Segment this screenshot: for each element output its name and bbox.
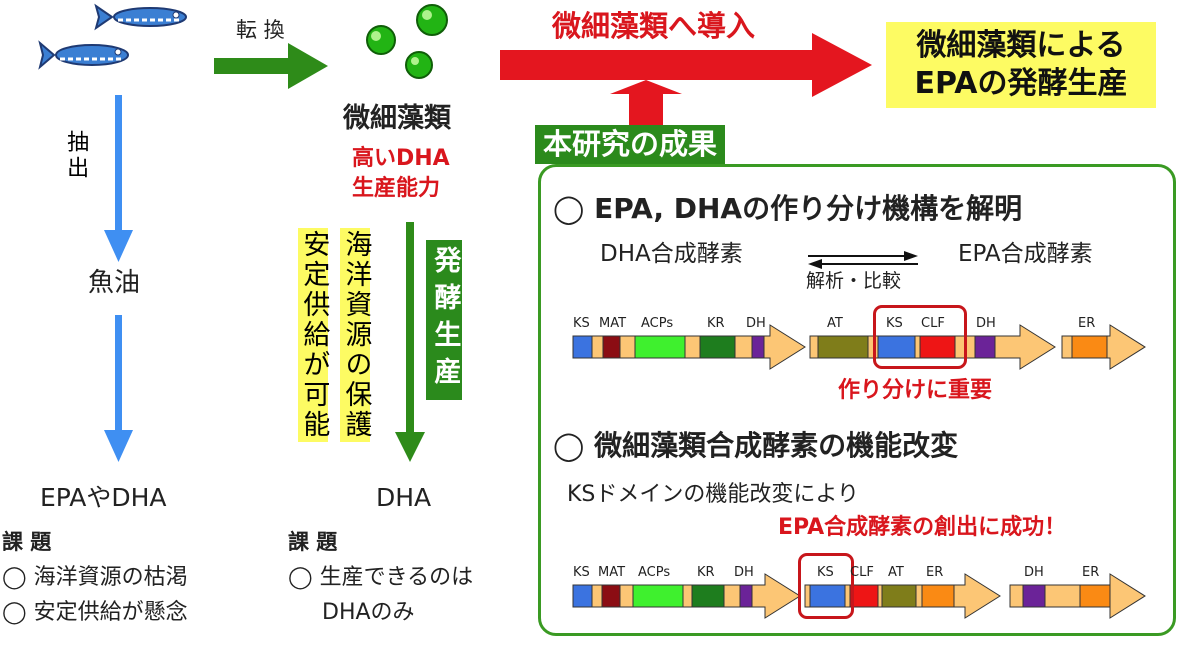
extract-arrow xyxy=(104,95,133,262)
result-box xyxy=(538,164,1176,636)
result-point-1: ◯ EPA, DHAの作り分け機構を解明 xyxy=(553,192,1023,225)
goal-line1: 微細藻類による xyxy=(916,28,1126,63)
analysis-label: 解析・比較 xyxy=(806,270,902,292)
gene1-label-er: ER xyxy=(1078,316,1096,331)
gene2-label-er: ER xyxy=(926,565,944,580)
fish-icon-2 xyxy=(38,40,129,70)
gene1-er xyxy=(1071,335,1108,359)
microalgae-icon xyxy=(366,4,448,79)
ks-modify-label: KSドメインの機能改変により xyxy=(567,482,859,507)
gene1-ks xyxy=(572,335,593,359)
high-dha-line2: 生産能力 xyxy=(352,176,441,201)
introduce-label: 微細藻類へ導入 xyxy=(552,9,756,43)
gene1-label-mat: MAT xyxy=(599,316,627,331)
gene2-label-at: AT xyxy=(888,565,904,580)
result-header: 本研究の成果 xyxy=(535,125,726,165)
left-issues-title: 課 題 xyxy=(2,530,52,554)
gene1-label-clf: CLF xyxy=(921,316,945,331)
gene1-kr xyxy=(699,335,736,359)
goal-line2: EPAの発酵生産 xyxy=(914,65,1128,101)
gene1-label-kr: KR xyxy=(707,316,725,331)
gene2-label-kr: KR xyxy=(697,565,715,580)
gene1-dh xyxy=(751,335,765,359)
gene2-label-dh2: DH xyxy=(1024,565,1044,580)
gene1-clf xyxy=(919,335,956,359)
stable-supply-label: 安定供給が可能 xyxy=(298,228,330,442)
fish-oil-label: 魚油 xyxy=(88,268,141,298)
extract-label: 抽出 xyxy=(63,130,89,182)
analysis-double-arrow xyxy=(808,251,918,269)
goal-box: 微細藻類による EPAの発酵生産 xyxy=(886,22,1156,108)
gene1-label-ks: KS xyxy=(573,316,590,331)
gene2-kr xyxy=(691,584,725,608)
conservation-label: 海洋資源の保護 xyxy=(340,228,372,442)
gene2-arrow-c xyxy=(1009,573,1146,619)
gene2-label-ks2: KS xyxy=(817,565,834,580)
left-issue-1: ◯ 海洋資源の枯渇 xyxy=(2,565,188,590)
gene2-label-er2: ER xyxy=(1082,565,1100,580)
gene1-label-ks2: KS xyxy=(886,316,903,331)
gene2-label-clf: CLF xyxy=(850,565,874,580)
gene1-arrow-c xyxy=(1061,324,1146,370)
epa-dha-label: EPAやDHA xyxy=(40,483,167,512)
result-point-2: ◯ 微細藻類合成酵素の機能改変 xyxy=(553,429,959,462)
convert-arrow xyxy=(214,43,328,89)
gene2-label-mat: MAT xyxy=(598,565,626,580)
gene1-label-acps: ACPs xyxy=(641,316,674,331)
gene2-arrow-a xyxy=(572,573,801,619)
middle-issue-2: DHAのみ xyxy=(322,600,415,625)
result-up-arrow xyxy=(610,80,682,126)
middle-issue-1: ◯ 生産できるのは xyxy=(288,565,474,590)
convert-label: 転 換 xyxy=(236,18,285,42)
gene1-dh2 xyxy=(974,335,996,359)
fish-icon-1 xyxy=(94,3,187,31)
fish-oil-arrow xyxy=(104,315,133,462)
gene2-mat xyxy=(601,584,621,608)
gene1-at xyxy=(817,335,869,359)
gene1-acps xyxy=(634,335,686,359)
introduce-arrow xyxy=(500,33,872,97)
gene1-mat xyxy=(602,335,621,359)
gene1-arrow-a xyxy=(572,324,806,370)
gene1-ks2 xyxy=(877,335,916,359)
high-dha-line1: 高いDHA xyxy=(352,146,450,171)
fermentation-arrow xyxy=(395,222,425,462)
gene2-ks2 xyxy=(809,584,846,608)
microalgae-label: 微細藻類 xyxy=(343,103,451,134)
gene2-er xyxy=(921,584,955,608)
highlight-ks-modified xyxy=(798,553,854,619)
gene1-arrow-b xyxy=(809,324,1056,370)
gene1-label-dh2: DH xyxy=(976,316,996,331)
dha-enzyme-label: DHA合成酵素 xyxy=(600,241,743,267)
gene-diagram-dha-epa xyxy=(572,324,1146,370)
epa-enzyme-label: EPA合成酵素 xyxy=(958,241,1093,267)
gene2-clf xyxy=(849,584,879,608)
gene2-label-acps: ACPs xyxy=(638,565,671,580)
important-label: 作り分けに重要 xyxy=(838,378,993,403)
gene2-dh xyxy=(739,584,753,608)
gene2-dh2 xyxy=(1022,584,1046,608)
gene2-at xyxy=(881,584,917,608)
gene2-ks xyxy=(572,584,593,608)
left-issue-2: ◯ 安定供給が懸念 xyxy=(2,600,188,625)
gene1-label-dh: DH xyxy=(746,316,766,331)
gene1-label-at: AT xyxy=(827,316,843,331)
gene2-label-ks: KS xyxy=(573,565,590,580)
gene2-label-dh: DH xyxy=(734,565,754,580)
highlight-ks-clf xyxy=(873,305,967,369)
gene2-er2 xyxy=(1079,584,1111,608)
gene2-acps xyxy=(632,584,684,608)
fermentation-label: 発酵生産 xyxy=(426,240,463,400)
middle-dha-label: DHA xyxy=(376,483,432,512)
middle-issues-title: 課 題 xyxy=(288,530,338,554)
success-label: EPA合成酵素の創出に成功！ xyxy=(778,515,1067,540)
